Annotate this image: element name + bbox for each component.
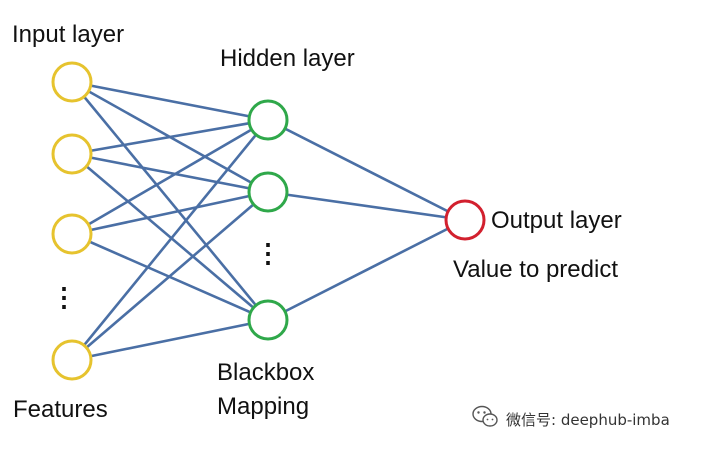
edge-input-4-hidden-2 — [71, 191, 269, 361]
input-node-3 — [51, 213, 93, 255]
edge-hidden-3-output — [267, 218, 466, 322]
hidden-layer-label: Hidden layer — [220, 45, 355, 72]
input-ellipsis: ⋮ — [51, 282, 77, 312]
edge-input-2-hidden-3 — [71, 153, 269, 321]
value-to-predict-label: Value to predict — [453, 256, 618, 283]
edge-input-3-hidden-2 — [71, 190, 269, 236]
edge-input-4-hidden-1 — [70, 119, 270, 361]
hidden-ellipsis: ⋮ — [255, 238, 281, 268]
edge-input-3-hidden-1 — [71, 118, 269, 236]
input-node-1 — [51, 61, 93, 103]
output-node — [444, 199, 486, 241]
edge-input-1-hidden-1 — [71, 80, 269, 122]
hidden-node-3 — [247, 299, 289, 341]
edge-input-1-hidden-3 — [70, 81, 270, 321]
edge-input-4-hidden-3 — [71, 318, 269, 362]
watermark: 微信号: deephub-imba — [472, 405, 670, 429]
network-nodes — [51, 61, 486, 381]
edge-hidden-1-output — [267, 118, 466, 222]
wechat-icon — [472, 405, 498, 427]
input-node-4 — [51, 339, 93, 381]
hidden-node-1 — [247, 99, 289, 141]
watermark-text: 微信号: deephub-imba — [506, 411, 670, 429]
blackbox-label: Blackbox — [217, 359, 314, 386]
edge-input-2-hidden-1 — [71, 118, 269, 156]
output-layer-label: Output layer — [491, 207, 622, 234]
edge-hidden-2-output — [267, 190, 466, 222]
input-node-2 — [51, 133, 93, 175]
features-label: Features — [13, 396, 108, 423]
mapping-label: Mapping — [217, 393, 309, 420]
input-layer-label: Input layer — [12, 21, 124, 48]
hidden-node-2 — [247, 171, 289, 213]
connection-lines — [70, 80, 466, 362]
edge-input-2-hidden-2 — [71, 152, 269, 194]
